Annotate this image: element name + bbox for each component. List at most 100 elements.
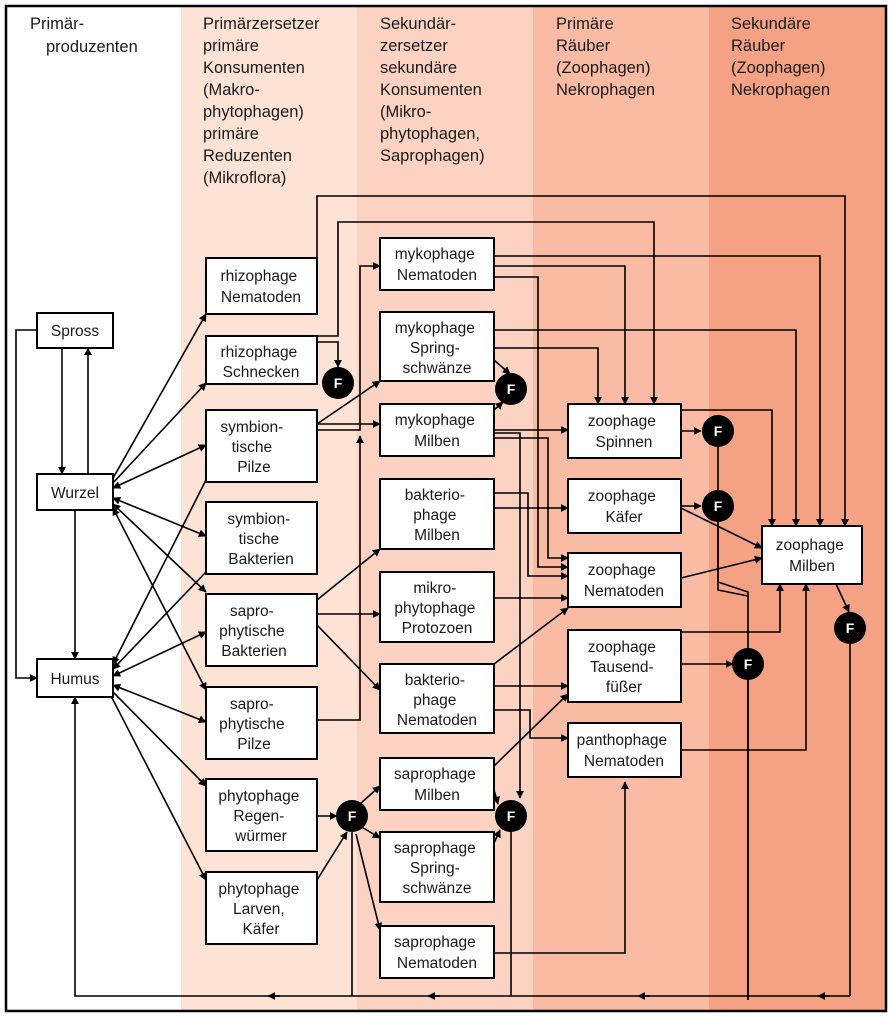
node-saprophytische-bakterien: sapro- phytische Bakterien bbox=[205, 593, 318, 667]
arrow-myko-milben-to-zoo-nema bbox=[494, 437, 569, 562]
svg-text:F: F bbox=[744, 656, 753, 672]
arrow-myko-nema-to-zoo-nema bbox=[494, 276, 569, 571]
arrow-sapro-bakt-to-bakt-nema bbox=[316, 624, 381, 691]
arrow-zoo-nema-to-zoo-milben bbox=[680, 555, 763, 579]
svg-text:symbion- tische: symbion- tische Bakterien bbox=[227, 511, 294, 568]
node-symbiontische-bakterien: symbion- tische Bakterien bbox=[205, 501, 318, 575]
arrow-rhizo-schn-to-f1 bbox=[317, 341, 342, 368]
arrow-larven-to-f3 bbox=[316, 831, 348, 881]
svg-text:symbion- tische: symbion- tische Pilze bbox=[220, 419, 287, 476]
feces-circle: F bbox=[732, 648, 764, 680]
svg-text:F: F bbox=[507, 381, 516, 397]
arrow-symb-pilze-to-myko-spring bbox=[316, 380, 381, 425]
svg-text:rhizophage Nematoden: rhizophage Nematoden bbox=[220, 268, 301, 306]
arrow-tausend-to-zoo-milben bbox=[681, 583, 784, 633]
arrow-rhizo-nema-to-zoo-milben bbox=[316, 195, 849, 527]
organism-boxes: Spross Wurzel Humus rhizophage Nematoden… bbox=[36, 237, 863, 979]
svg-text:mikro- phytophage: mikro- phytophage Protozoen bbox=[394, 580, 479, 637]
svg-text:bakterio- phage: bakterio- phage Milben bbox=[405, 487, 470, 544]
arrow-rhizo-schn-to-spinnen bbox=[317, 221, 658, 405]
node-saprophage-milben: saprophage Milben bbox=[379, 757, 495, 811]
svg-text:Humus: Humus bbox=[50, 671, 99, 688]
arrow-myko-spring-to-spinnen bbox=[494, 347, 602, 405]
svg-text:zoophage Spinnen: zoophage Spinnen bbox=[588, 413, 660, 451]
svg-text:F: F bbox=[334, 375, 343, 391]
arrow-bakt-nema-to-pantho bbox=[494, 709, 569, 742]
arrow-humus-to-larven bbox=[109, 693, 207, 881]
node-saprophytische-pilze: sapro- phytische Pilze bbox=[205, 686, 318, 760]
column-header-sekundaerzersetzer: Sekundär- zersetzer sekundäre Konsumente… bbox=[380, 15, 486, 165]
node-zoophage-kaefer: zoophage Käfer bbox=[567, 478, 682, 534]
node-phytophage-regenwuermer: phytophage Regen- würmer bbox=[205, 778, 318, 852]
arrow-return-to-humus bbox=[71, 696, 850, 997]
arrow-kaefer-to-zoo-milben bbox=[680, 507, 763, 549]
line-f6-down bbox=[717, 522, 749, 597]
svg-text:zoophage Käfer: zoophage Käfer bbox=[588, 488, 660, 526]
node-mikrophytophage-protozoen: mikro- phytophage Protozoen bbox=[379, 571, 495, 643]
svg-text:F: F bbox=[714, 423, 723, 439]
svg-text:phytophage Larven,: phytophage Larven, Käfer bbox=[218, 881, 303, 938]
arrow-myko-milben-to-f4 bbox=[494, 432, 524, 799]
node-wurzel: Wurzel bbox=[36, 473, 114, 511]
svg-text:mykophage Milben: mykophage Milben bbox=[395, 412, 479, 450]
node-zoophage-tausendfuesser: zoophage Tausend- füßer bbox=[567, 629, 682, 703]
arrow-wurzel-symb-pilze bbox=[112, 444, 207, 489]
column-band-sekundaere-raeuber bbox=[709, 6, 886, 1011]
column-header-primaerproduzenten: Primär- produzenten bbox=[30, 15, 138, 56]
svg-text:F: F bbox=[714, 498, 723, 514]
arrow-bakt-nema-to-zoo-nema bbox=[493, 607, 569, 665]
svg-text:Spross: Spross bbox=[51, 323, 99, 340]
svg-text:saprophage Nematoden: saprophage Nematoden bbox=[394, 934, 480, 972]
arrow-f3-to-sapro-milben bbox=[359, 785, 381, 805]
svg-text:bakterio- phage: bakterio- phage Nematoden bbox=[397, 672, 477, 729]
column-header-primaerzersetzer: Primärzersetzer primäre Konsumenten (Mak… bbox=[203, 15, 324, 187]
arrow-myko-spring-to-zoo-milben bbox=[494, 329, 800, 527]
arrow-humus-to-regen bbox=[112, 691, 207, 787]
svg-text:zoophage Tausend-: zoophage Tausend- füßer bbox=[588, 639, 660, 696]
feces-circle: F bbox=[322, 367, 354, 399]
food-web-arrows bbox=[15, 195, 851, 1000]
svg-text:sapro- phytische: sapro- phytische Bakterien bbox=[219, 603, 289, 660]
arrow-f3-to-sapro-spring bbox=[359, 825, 381, 839]
arrow-sapro-nema-to-pantho bbox=[494, 781, 629, 954]
node-bakteriophage-nematoden: bakterio- phage Nematoden bbox=[379, 663, 495, 734]
svg-text:saprophage Milben: saprophage Milben bbox=[394, 766, 480, 804]
svg-text:zoophage Milben: zoophage Milben bbox=[776, 537, 848, 575]
arrow-myko-milben-to-f2 bbox=[493, 401, 504, 411]
node-bakteriophage-milben: bakterio- phage Milben bbox=[379, 478, 495, 550]
node-rhizophage-nematoden: rhizophage Nematoden bbox=[205, 257, 318, 315]
node-saprophage-nematoden: saprophage Nematoden bbox=[379, 925, 495, 979]
node-phytophage-larven-kaefer: phytophage Larven, Käfer bbox=[205, 871, 318, 945]
svg-text:zoophage Nematoden: zoophage Nematoden bbox=[584, 562, 664, 600]
node-humus: Humus bbox=[36, 658, 114, 698]
svg-text:Wurzel: Wurzel bbox=[51, 485, 99, 502]
arrow-humus-sapro-bakt bbox=[112, 631, 207, 677]
arrow-f3-to-sapro-nema bbox=[355, 833, 383, 931]
feces-circle: F bbox=[495, 373, 527, 405]
column-header-primaere-raeuber: Primäre Räuber (Zoophagen) Nekrophagen bbox=[556, 15, 655, 99]
node-symbiontische-pilze: symbion- tische Pilze bbox=[205, 409, 318, 483]
svg-text:F: F bbox=[507, 808, 516, 824]
arrow-spinnen-to-zoo-milben bbox=[681, 409, 776, 527]
svg-text:F: F bbox=[348, 808, 357, 824]
node-mykophage-milben: mykophage Milben bbox=[379, 403, 495, 457]
node-panthophage-nematoden: panthophage Nematoden bbox=[567, 722, 682, 778]
feces-circle: F bbox=[336, 800, 368, 832]
diagram-frame bbox=[4, 4, 888, 1013]
svg-text:F: F bbox=[846, 620, 855, 636]
arrow-pantho-to-zoo-milben bbox=[681, 583, 810, 751]
node-zoophage-milben: zoophage Milben bbox=[761, 525, 863, 585]
node-zoophage-spinnen: zoophage Spinnen bbox=[567, 403, 682, 459]
feces-circle: F bbox=[702, 490, 734, 522]
arrow-myko-nema-to-spinnen bbox=[494, 265, 629, 405]
arrow-bakt-milben-to-zoo-nema bbox=[494, 492, 569, 580]
column-header-sekundaere-raeuber: Sekundäre Räuber (Zoophagen) Nekrophagen bbox=[731, 15, 830, 99]
feces-circle: F bbox=[702, 415, 734, 447]
svg-text:rhizophage Schnecken: rhizophage Schnecken bbox=[220, 344, 301, 381]
feces-circle: F bbox=[495, 800, 527, 832]
svg-text:mykophage Nematoden: mykophage Nematoden bbox=[395, 246, 479, 284]
arrow-zoo-milben-to-f8 bbox=[835, 583, 850, 613]
svg-text:panthophage Nematoden: panthophage Nematoden bbox=[577, 732, 672, 770]
arrow-humus-sapro-pilze bbox=[112, 683, 207, 724]
